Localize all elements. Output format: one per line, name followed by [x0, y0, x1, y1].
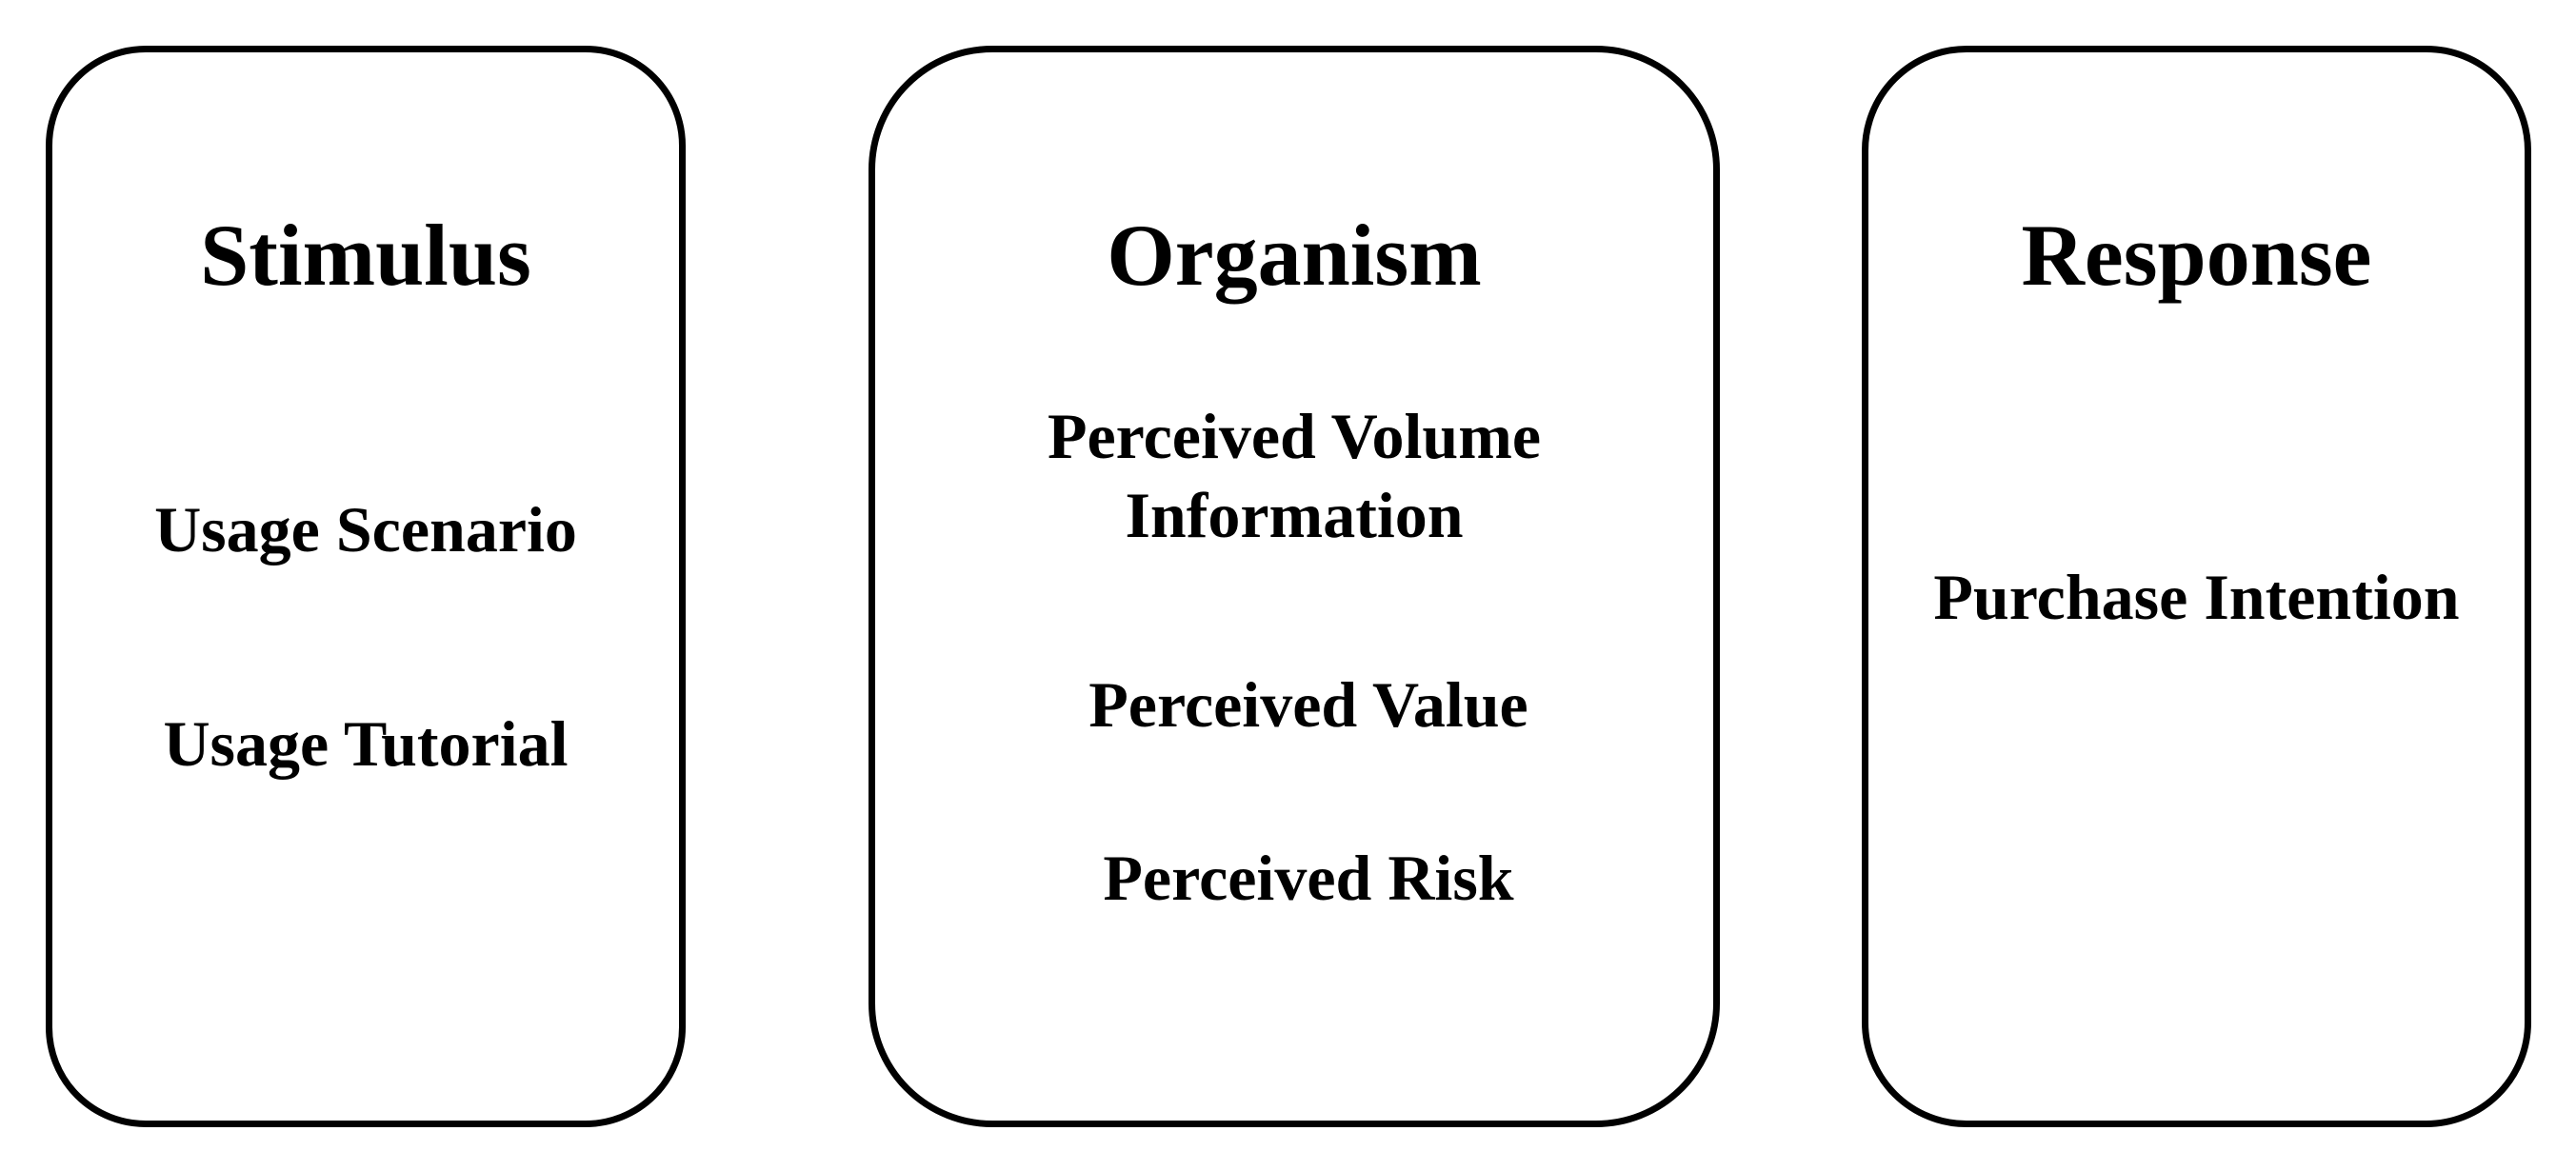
- organism-item-line-1: Perceived Volume: [1047, 400, 1542, 472]
- organism-item-line-2: Information: [1125, 478, 1464, 551]
- stimulus-item-usage-scenario: Usage Scenario: [154, 493, 577, 566]
- stimulus-panel: Stimulus Usage Scenario Usage Tutorial: [46, 46, 686, 1127]
- stimulus-item-usage-tutorial: Usage Tutorial: [163, 707, 569, 780]
- organism-item-perceived-volume-information: Perceived Volume Information: [875, 397, 1713, 555]
- organism-item-perceived-risk: Perceived Risk: [1103, 842, 1514, 914]
- organism-title: Organism: [1107, 207, 1482, 304]
- organism-panel: Organism Perceived Volume Information Pe…: [869, 46, 1720, 1127]
- stimulus-title: Stimulus: [200, 207, 531, 304]
- response-title: Response: [2021, 207, 2372, 304]
- organism-item-perceived-value: Perceived Value: [1088, 668, 1528, 741]
- response-item-purchase-intention: Purchase Intention: [1933, 561, 2460, 633]
- response-panel: Response Purchase Intention: [1862, 46, 2531, 1127]
